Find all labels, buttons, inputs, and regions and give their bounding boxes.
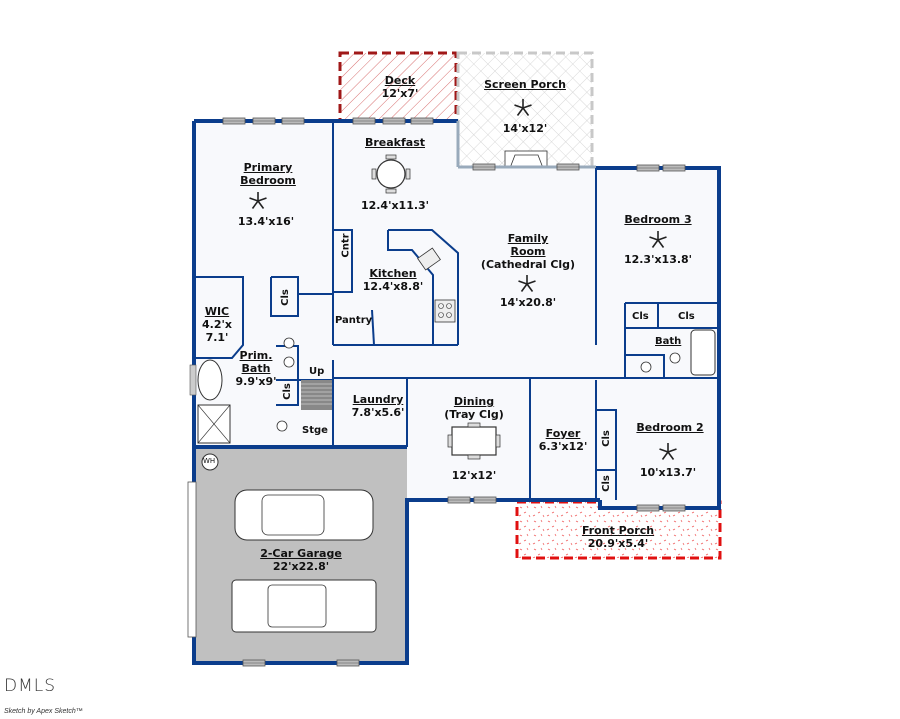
breakfast-dims: 12.4'x11.3' xyxy=(360,199,430,212)
closet-label: Cls xyxy=(678,311,695,322)
cntr-label: Cntr xyxy=(340,233,352,258)
round-table-icon xyxy=(371,154,411,194)
closet-label: Cls xyxy=(632,311,649,322)
stairs xyxy=(301,380,332,410)
pantry-label: Pantry xyxy=(335,315,373,326)
bedroom2-dims: 10'x13.7' xyxy=(639,466,697,479)
bedroom3-label: Bedroom 3 xyxy=(624,213,692,226)
closet-label: Cls xyxy=(281,383,293,400)
family-room-dims: 14'x20.8' xyxy=(499,296,557,309)
screen-porch-dims: 14'x12' xyxy=(502,122,548,135)
primary-bedroom-dims: 13.4'x16' xyxy=(237,215,295,228)
bath-label: Bath xyxy=(655,336,682,347)
stge-label: Stge xyxy=(302,425,328,436)
deck-area xyxy=(338,51,458,123)
screen-porch-label: Screen Porch xyxy=(484,78,566,91)
dining-label: Dining(Tray Clg) xyxy=(444,395,504,421)
bedroom3-dims: 12.3'x13.8' xyxy=(623,253,693,266)
breakfast-label: Breakfast xyxy=(364,136,426,149)
dining-dims: 12'x12' xyxy=(451,469,497,482)
stairs-up-label: Up xyxy=(309,366,325,377)
car-icon xyxy=(231,579,377,633)
sketch-credit: Sketch by Apex Sketch™ xyxy=(4,708,83,715)
brand-logo: DMLS xyxy=(4,676,57,696)
closet-label: Cls xyxy=(600,430,612,447)
closet-label: Cls xyxy=(600,475,612,492)
water-heater-label: WH xyxy=(203,457,216,465)
rect-table-icon xyxy=(447,422,501,460)
bedroom2-label: Bedroom 2 xyxy=(636,421,704,434)
closet-label: Cls xyxy=(279,289,291,306)
front-porch-area xyxy=(515,500,722,560)
house-interior xyxy=(194,121,719,508)
car-icon xyxy=(234,489,374,541)
